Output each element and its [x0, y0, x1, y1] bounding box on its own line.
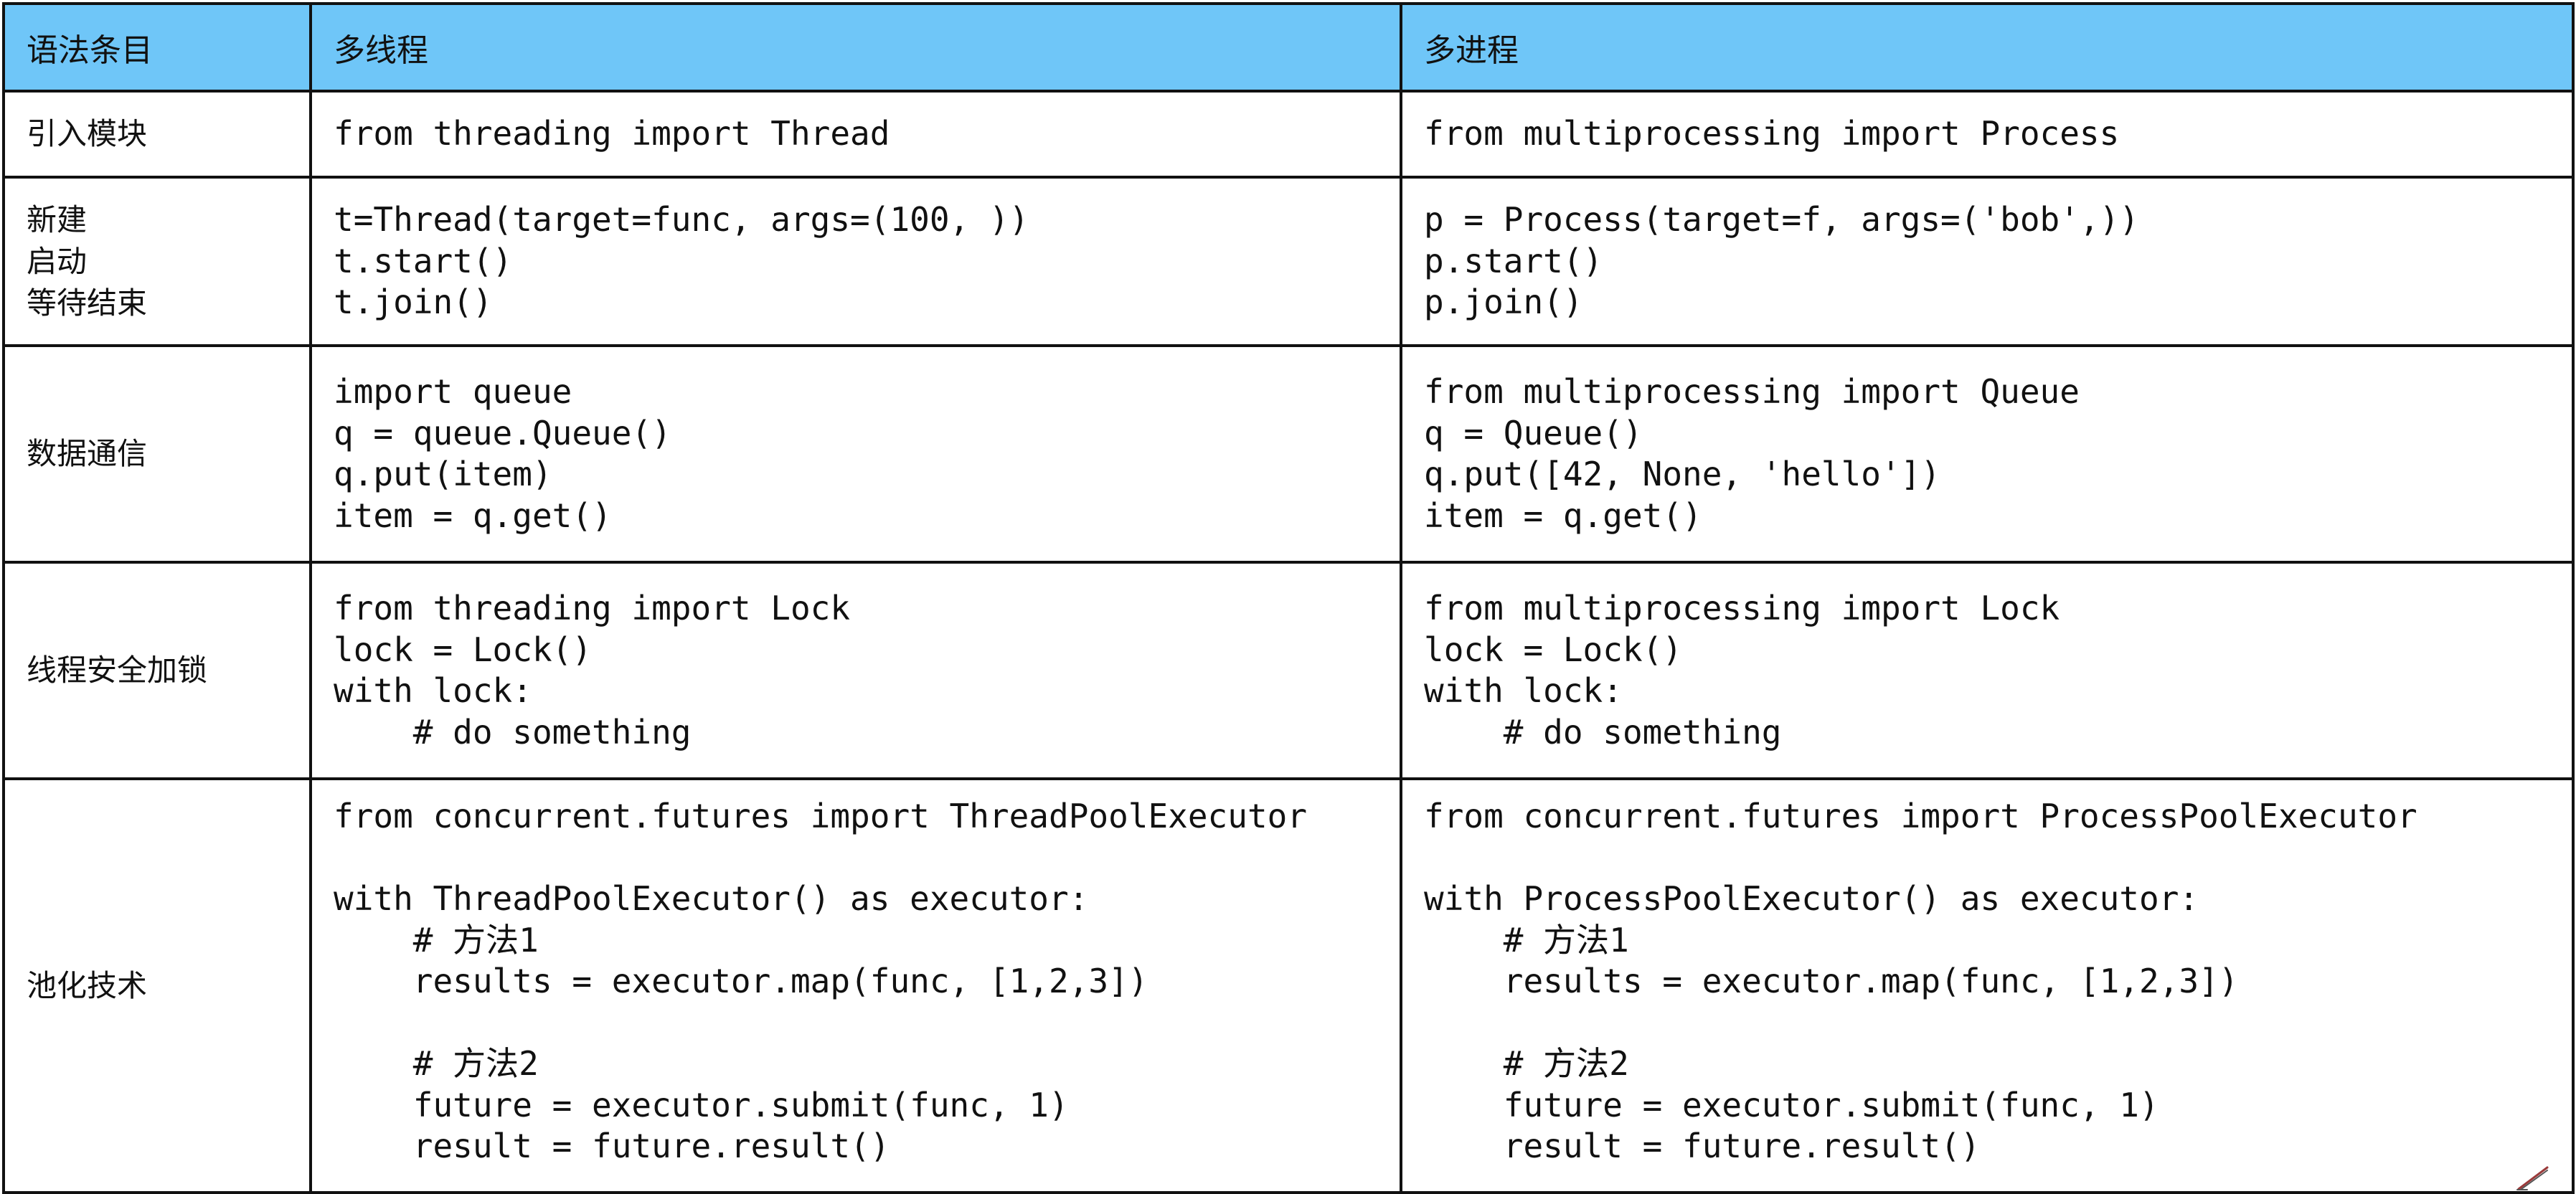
- header-process: 多进程: [1400, 2, 2575, 93]
- row-label: 数据通信: [2, 344, 312, 564]
- process-code: from concurrent.futures import ProcessPo…: [1400, 777, 2575, 1194]
- process-code: from multiprocessing import Queue q = Qu…: [1400, 344, 2575, 564]
- thread-code: t=Thread(target=func, args=(100, )) t.st…: [309, 176, 1402, 347]
- thread-code: import queue q = queue.Queue() q.put(ite…: [309, 344, 1402, 564]
- process-code: from multiprocessing import Lock lock = …: [1400, 561, 2575, 780]
- thread-code: from threading import Thread: [309, 90, 1402, 179]
- row-label: 引入模块: [2, 90, 312, 179]
- header-thread: 多线程: [309, 2, 1402, 93]
- thread-code: from threading import Lock lock = Lock()…: [309, 561, 1402, 780]
- table-row-lock: 线程安全加锁 from threading import Lock lock =…: [2, 561, 2575, 780]
- process-code: from multiprocessing import Process: [1400, 90, 2575, 179]
- table-row-create: 新建 启动 等待结束 t=Thread(target=func, args=(1…: [2, 176, 2575, 347]
- process-code: p = Process(target=f, args=('bob',)) p.s…: [1400, 176, 2575, 347]
- pen-icon: [2516, 1166, 2549, 1190]
- thread-code: from concurrent.futures import ThreadPoo…: [309, 777, 1402, 1194]
- header-row: 语法条目 多线程 多进程: [2, 2, 2575, 93]
- row-label: 线程安全加锁: [2, 561, 312, 780]
- row-label: 池化技术: [2, 777, 312, 1194]
- table-row-queue: 数据通信 import queue q = queue.Queue() q.pu…: [2, 344, 2575, 564]
- row-label: 新建 启动 等待结束: [2, 176, 312, 347]
- table-row-import: 引入模块 from threading import Thread from m…: [2, 90, 2575, 179]
- table-row-pool: 池化技术 from concurrent.futures import Thre…: [2, 777, 2575, 1194]
- header-item: 语法条目: [2, 2, 312, 93]
